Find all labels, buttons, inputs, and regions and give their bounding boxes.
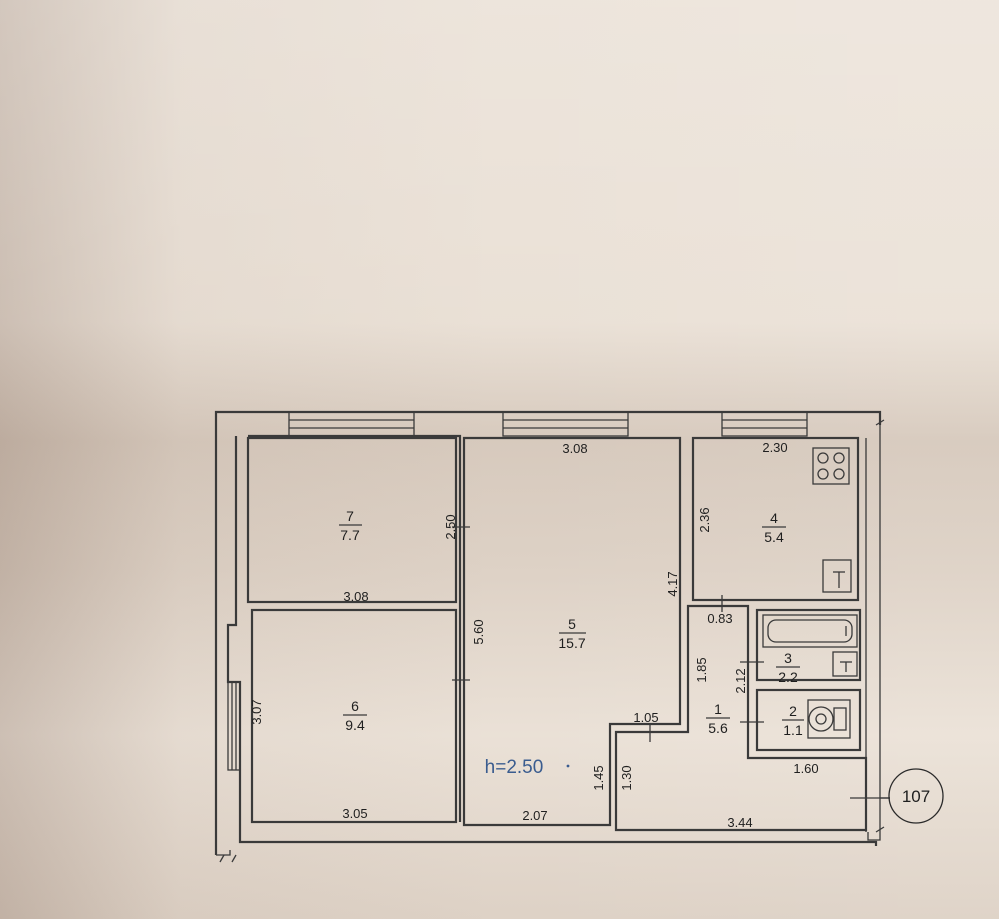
outer-walls: [214, 410, 885, 863]
room-area: 15.7: [558, 635, 585, 651]
room-6-label: 6 9.4: [343, 698, 367, 733]
apartment-number-badge: 107: [880, 768, 944, 824]
height-dot: [566, 764, 570, 768]
room-area: 7.7: [340, 527, 360, 543]
room-1-outline: [614, 604, 868, 832]
room-3-label: 3 2.2: [776, 650, 800, 685]
room-5-outline: [462, 436, 682, 827]
dim-room4-bottom: 0.83: [707, 611, 732, 626]
dim-room3-vertical: 2.12: [733, 668, 748, 693]
room-number: 4: [770, 510, 778, 526]
dim-room7-bottom: 3.08: [343, 589, 368, 604]
dim-hall-bottom: 3.44: [727, 815, 752, 830]
bathtub-icon: [762, 614, 858, 648]
dim-room7-vertical: 2.50: [443, 514, 458, 539]
room-number: 5: [568, 616, 576, 632]
room-number: 7: [346, 508, 354, 524]
room-4-outline: [691, 436, 860, 602]
stove-icon: [812, 447, 850, 485]
room-area: 2.2: [778, 669, 798, 685]
windows: [227, 411, 808, 771]
dim-room5-top: 3.08: [562, 441, 587, 456]
room-4-label: 4 5.4: [762, 510, 786, 545]
room-area: 1.1: [783, 722, 803, 738]
room-5-label: 5 15.7: [558, 616, 586, 651]
room-area: 9.4: [345, 717, 365, 733]
dim-room4-top: 2.30: [762, 440, 787, 455]
dim-hall-left: 1.30: [619, 765, 634, 790]
dim-room5-left: 5.60: [471, 619, 486, 644]
room-number: 2: [789, 703, 797, 719]
dim-hall-top: 1.60: [793, 761, 818, 776]
dim-room5-bottom: 2.07: [522, 808, 547, 823]
dim-room5-notch-height: 1.45: [591, 765, 606, 790]
dimension-labels: 2.50 3.08 3.08 5.60 4.17 2.07 1.05 1.45 …: [249, 440, 819, 830]
kitchen-sink-icon: [822, 559, 852, 593]
dim-room5-notch-width: 1.05: [633, 710, 658, 725]
room-7-label: 7 7.7: [339, 508, 362, 543]
dim-room5-right: 4.17: [665, 571, 680, 596]
dim-corridor-vertical: 1.85: [694, 657, 709, 682]
room-7-outline: [246, 436, 458, 604]
washbasin-icon: [832, 651, 858, 677]
room-number: 3: [784, 650, 792, 666]
room-2-label: 2 1.1: [782, 703, 804, 738]
dim-room6-bottom: 3.05: [342, 806, 367, 821]
toilet-icon: [807, 699, 851, 739]
room-area: 5.6: [708, 720, 728, 736]
room-area: 5.4: [764, 529, 784, 545]
dim-room4-vertical: 2.36: [697, 507, 712, 532]
room-1-label: 1 5.6: [706, 701, 730, 736]
room-number: 1: [714, 701, 722, 717]
room-2-outline: [755, 688, 862, 752]
apartment-number: 107: [902, 787, 930, 806]
room-number: 6: [351, 698, 359, 714]
room-6-outline: [250, 608, 458, 824]
dim-room6-vertical: 3.07: [249, 699, 264, 724]
room-3-outline: [755, 608, 862, 682]
ceiling-height-label: h=2.50: [485, 757, 544, 778]
